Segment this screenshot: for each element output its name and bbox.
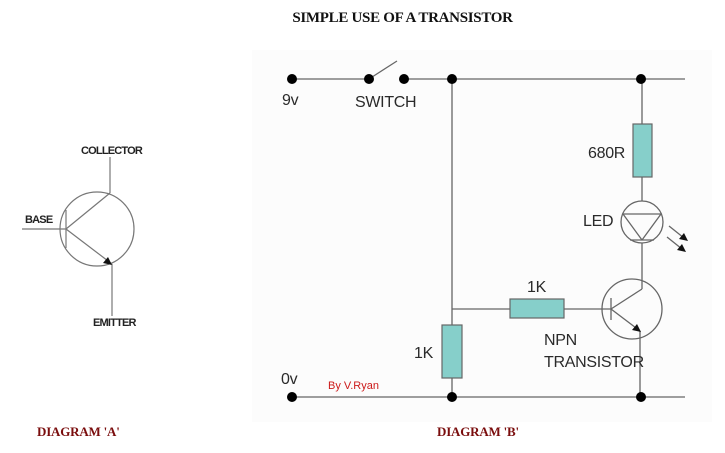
page-title: SIMPLE USE OF A TRANSISTOR bbox=[292, 10, 513, 26]
author-credit: By V.Ryan bbox=[328, 380, 379, 392]
resistor-680r bbox=[632, 123, 653, 178]
supply-0v-label: 0v bbox=[281, 371, 298, 388]
resistor-1k-base-label: 1K bbox=[527, 279, 546, 296]
light-arrow-icon bbox=[677, 244, 686, 252]
supply-9v-label: 9v bbox=[282, 92, 299, 109]
resistor-1k-divider-label: 1K bbox=[414, 345, 433, 362]
resistor-1k-base bbox=[509, 298, 565, 319]
resistor-1k-divider bbox=[441, 324, 463, 379]
switch-label: SWITCH bbox=[355, 94, 417, 111]
resistor-680r-label: 680R bbox=[588, 145, 626, 162]
node-bottom-junction bbox=[447, 392, 457, 402]
transistor-label-line2: TRANSISTOR bbox=[544, 354, 644, 371]
led-label: LED bbox=[583, 213, 614, 230]
diagram-b-caption: DIAGRAM 'B' bbox=[437, 424, 519, 439]
light-arrow-icon bbox=[679, 233, 688, 241]
collector-label: COLLECTOR bbox=[81, 145, 143, 157]
node-9v bbox=[287, 74, 297, 84]
transistor-label-line1: NPN bbox=[544, 332, 577, 349]
node-switch-b bbox=[399, 74, 409, 84]
emitter-arrow-icon bbox=[103, 257, 112, 265]
base-label: BASE bbox=[25, 214, 53, 226]
diagram-b-panel bbox=[252, 50, 712, 422]
node-bottom-right bbox=[636, 392, 646, 402]
node-top-right bbox=[636, 74, 646, 84]
node-top-junction bbox=[447, 74, 457, 84]
emitter-arrow-icon bbox=[632, 324, 641, 332]
node-0v bbox=[287, 392, 297, 402]
diagram-a-caption: DIAGRAM 'A' bbox=[37, 424, 120, 439]
emitter-label: EMITTER bbox=[93, 317, 136, 329]
node-switch-a bbox=[364, 74, 374, 84]
